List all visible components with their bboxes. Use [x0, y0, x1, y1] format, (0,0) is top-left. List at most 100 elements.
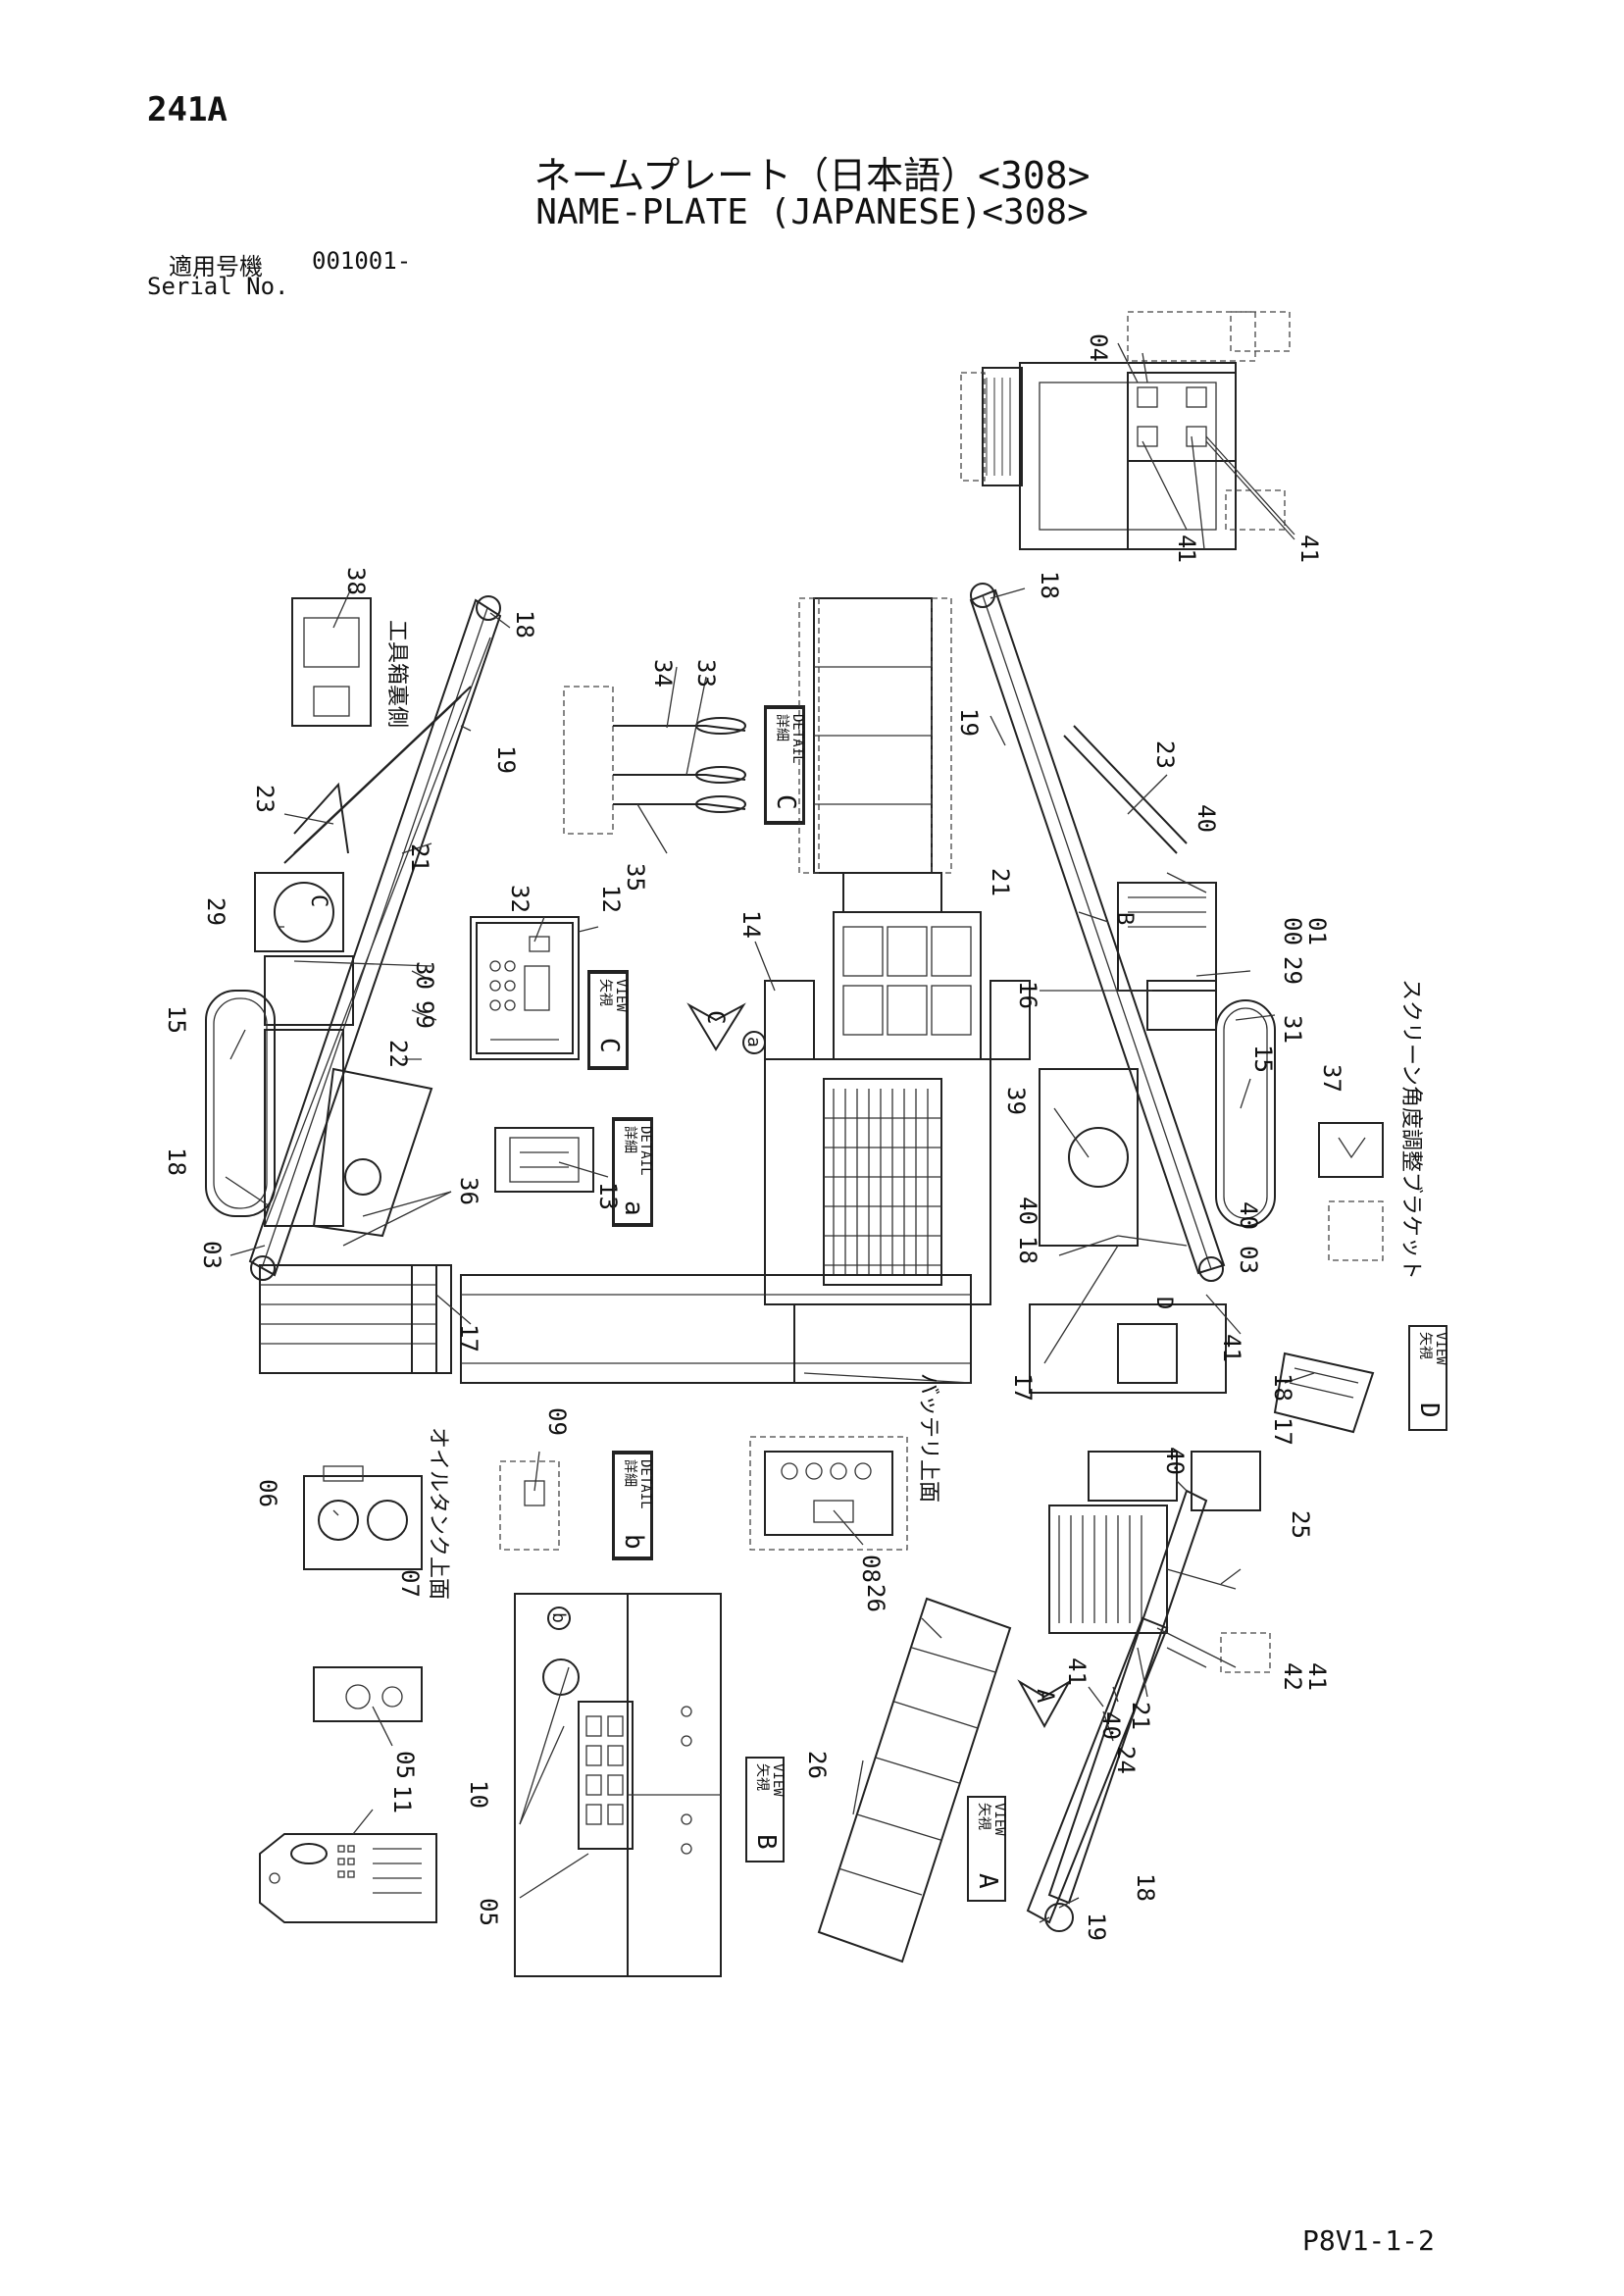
svg-text:C: C	[771, 794, 800, 810]
callout-18: 18	[1014, 1236, 1041, 1264]
callout-01: 01	[1303, 917, 1331, 945]
callout-13: 13	[594, 1182, 622, 1210]
callout-19: 19	[492, 745, 520, 774]
right-side-view	[969, 583, 1276, 1394]
page-number: 241A	[147, 90, 228, 129]
callout-24: 24	[1112, 1746, 1140, 1774]
view-c-label: 矢視 VIEW C	[588, 972, 629, 1068]
callout-40: 40	[1097, 1711, 1125, 1740]
note-battery: バッテリ上面	[916, 1373, 940, 1503]
callout-17: 17	[1009, 1373, 1037, 1402]
callout-05: 05	[391, 1751, 419, 1779]
view-label-boxes: 詳細 DETAIL C 矢視 VIEW C 詳細 DETAIL a 詳細 DET…	[306, 707, 1448, 1902]
callout-35: 35	[622, 863, 649, 892]
svg-text:矢視: 矢視	[1417, 1332, 1433, 1359]
callout-15: 15	[1249, 1045, 1277, 1073]
svg-text:VIEW: VIEW	[770, 1763, 786, 1797]
svg-text:DETAIL: DETAIL	[637, 1459, 653, 1509]
callout-19: 19	[1083, 1913, 1110, 1941]
svg-text:C: C	[594, 1038, 624, 1053]
callout-41: 41	[1218, 1334, 1245, 1362]
serial-label-japanese: 適用号機	[169, 253, 263, 281]
svg-text:矢視: 矢視	[754, 1763, 770, 1791]
callout-19: 19	[955, 708, 983, 737]
callout-16: 16	[1014, 981, 1041, 1009]
callout-17: 17	[455, 1324, 482, 1352]
callout-40: 40	[1014, 1197, 1041, 1225]
callout-41: 41	[1173, 535, 1200, 563]
callout-04: 04	[1085, 333, 1112, 362]
svg-text:詳細: 詳細	[774, 714, 789, 741]
callout-26: 26	[803, 1751, 831, 1779]
callout-06: 06	[254, 1479, 281, 1507]
note-screen-bracket: スクリーン角度調整ブラケット	[1398, 979, 1423, 1280]
callout-22: 22	[384, 1040, 412, 1068]
callout-03: 03	[1235, 1246, 1262, 1274]
callout-21: 21	[406, 843, 433, 872]
callout-42: 42	[1279, 1662, 1306, 1691]
svg-text:DETAIL: DETAIL	[789, 714, 805, 764]
view-d-inset	[1273, 1352, 1375, 1434]
callout-17: 17	[1269, 1417, 1296, 1446]
callout-21: 21	[987, 868, 1014, 896]
machine-plan-view-center	[460, 597, 1031, 1384]
svg-text:b: b	[619, 1534, 648, 1550]
screen-bracket-inset	[1318, 1122, 1384, 1261]
callout-10: 10	[465, 1780, 492, 1809]
oil-tank-inset	[303, 1465, 423, 1570]
callout-36: 36	[455, 1177, 482, 1205]
callout-23: 23	[1151, 740, 1179, 769]
note-oil-tank: オイルタンク上面	[426, 1427, 450, 1600]
callout-12: 12	[597, 885, 625, 913]
callout-41: 41	[1295, 535, 1323, 563]
svg-text:矢視: 矢視	[597, 979, 613, 1006]
callout-32: 32	[506, 885, 533, 913]
page-title-english: NAME-PLATE (JAPANESE)<308>	[535, 192, 1089, 232]
svg-text:VIEW: VIEW	[613, 979, 629, 1012]
callout-29: 29	[1279, 956, 1306, 985]
callout-29: 29	[202, 897, 229, 926]
callout-31: 31	[1279, 1015, 1306, 1044]
page-title-japanese: ネームプレート（日本語）<308>	[533, 154, 1091, 197]
svg-text:詳細: 詳細	[622, 1459, 637, 1487]
svg-text:VIEW: VIEW	[1433, 1332, 1448, 1365]
conveyor-detail-26	[817, 1597, 1012, 1964]
svg-text:A: A	[973, 1873, 1002, 1889]
detail-b-label: 詳細 DETAIL b	[613, 1453, 653, 1558]
svg-text:D: D	[1414, 1403, 1444, 1418]
svg-text:DETAIL: DETAIL	[637, 1126, 653, 1176]
callout-40: 40	[1161, 1447, 1189, 1475]
svg-text:詳細: 詳細	[622, 1126, 637, 1153]
machine-plan-view-top	[960, 311, 1295, 550]
detail-c-label: 詳細 DETAIL C	[765, 707, 805, 823]
marker-letter-c: C	[306, 894, 330, 907]
detail-c-levers	[563, 666, 805, 854]
callout-15: 15	[163, 1005, 190, 1034]
callout-33: 33	[692, 659, 720, 688]
arrow-letter-a: A	[1032, 1689, 1059, 1704]
danger-tag-11	[259, 1833, 437, 1923]
leader-lines	[225, 342, 1315, 1923]
callout-14: 14	[737, 910, 765, 939]
callout-25: 25	[1287, 1510, 1314, 1539]
callout-07: 07	[396, 1569, 424, 1598]
serial-number-range: 001001-	[312, 247, 412, 275]
callout-38: 38	[342, 567, 370, 595]
serial-label-english: Serial No.	[147, 273, 289, 300]
callout-00: 00	[1279, 917, 1306, 945]
callout-41: 41	[1063, 1658, 1091, 1686]
tool-box-inset	[291, 587, 372, 727]
callout-18: 18	[163, 1148, 190, 1176]
callout-18: 18	[1036, 571, 1063, 599]
document-code: P8V1-1-2	[1302, 2224, 1435, 2257]
svg-text:矢視: 矢視	[976, 1803, 991, 1830]
callout-34: 34	[649, 659, 677, 688]
callout-11: 11	[388, 1785, 416, 1813]
callout-09: 09	[543, 1407, 571, 1436]
battery-inset	[749, 1436, 908, 1551]
callout-18: 18	[511, 610, 538, 638]
callout-08: 08	[857, 1555, 885, 1583]
callout-40: 40	[1235, 1201, 1262, 1230]
view-b-cabinet	[514, 1593, 722, 1977]
callout-18: 18	[1132, 1873, 1159, 1902]
